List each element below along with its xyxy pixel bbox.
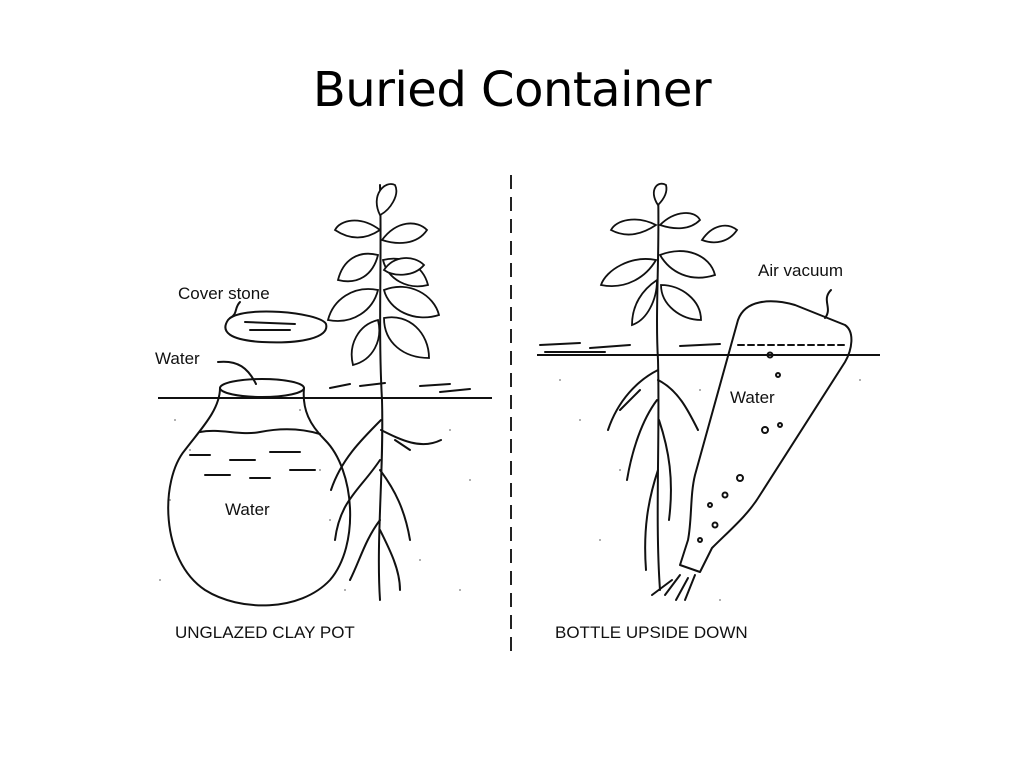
bottle bbox=[679, 300, 853, 573]
label-water-top: Water bbox=[155, 349, 200, 368]
caption-bottle-upside-down: BOTTLE UPSIDE DOWN bbox=[555, 623, 748, 642]
slide-title: Buried Container bbox=[312, 62, 712, 118]
soil-texture bbox=[159, 409, 471, 591]
bottle-illustration: Air vacuum Water BOTTLE UPSIDE DOWN bbox=[537, 182, 880, 642]
air-bubbles bbox=[697, 351, 783, 543]
label-water-inside: Water bbox=[225, 500, 270, 519]
pot-opening bbox=[219, 378, 305, 398]
water-surface bbox=[189, 428, 321, 479]
label-air-vacuum: Air vacuum bbox=[758, 261, 843, 280]
caption-unglazed-clay-pot: UNGLAZED CLAY POT bbox=[175, 623, 355, 642]
clay-pot bbox=[167, 387, 352, 607]
clay-pot-illustration: Cover stone Water Water UNGLAZED CLAY PO… bbox=[155, 183, 492, 642]
label-water: Water bbox=[730, 388, 775, 407]
cover-stone bbox=[224, 310, 328, 344]
plant-left bbox=[326, 183, 442, 601]
plant-right bbox=[599, 182, 739, 591]
label-cover-stone: Cover stone bbox=[178, 284, 270, 303]
